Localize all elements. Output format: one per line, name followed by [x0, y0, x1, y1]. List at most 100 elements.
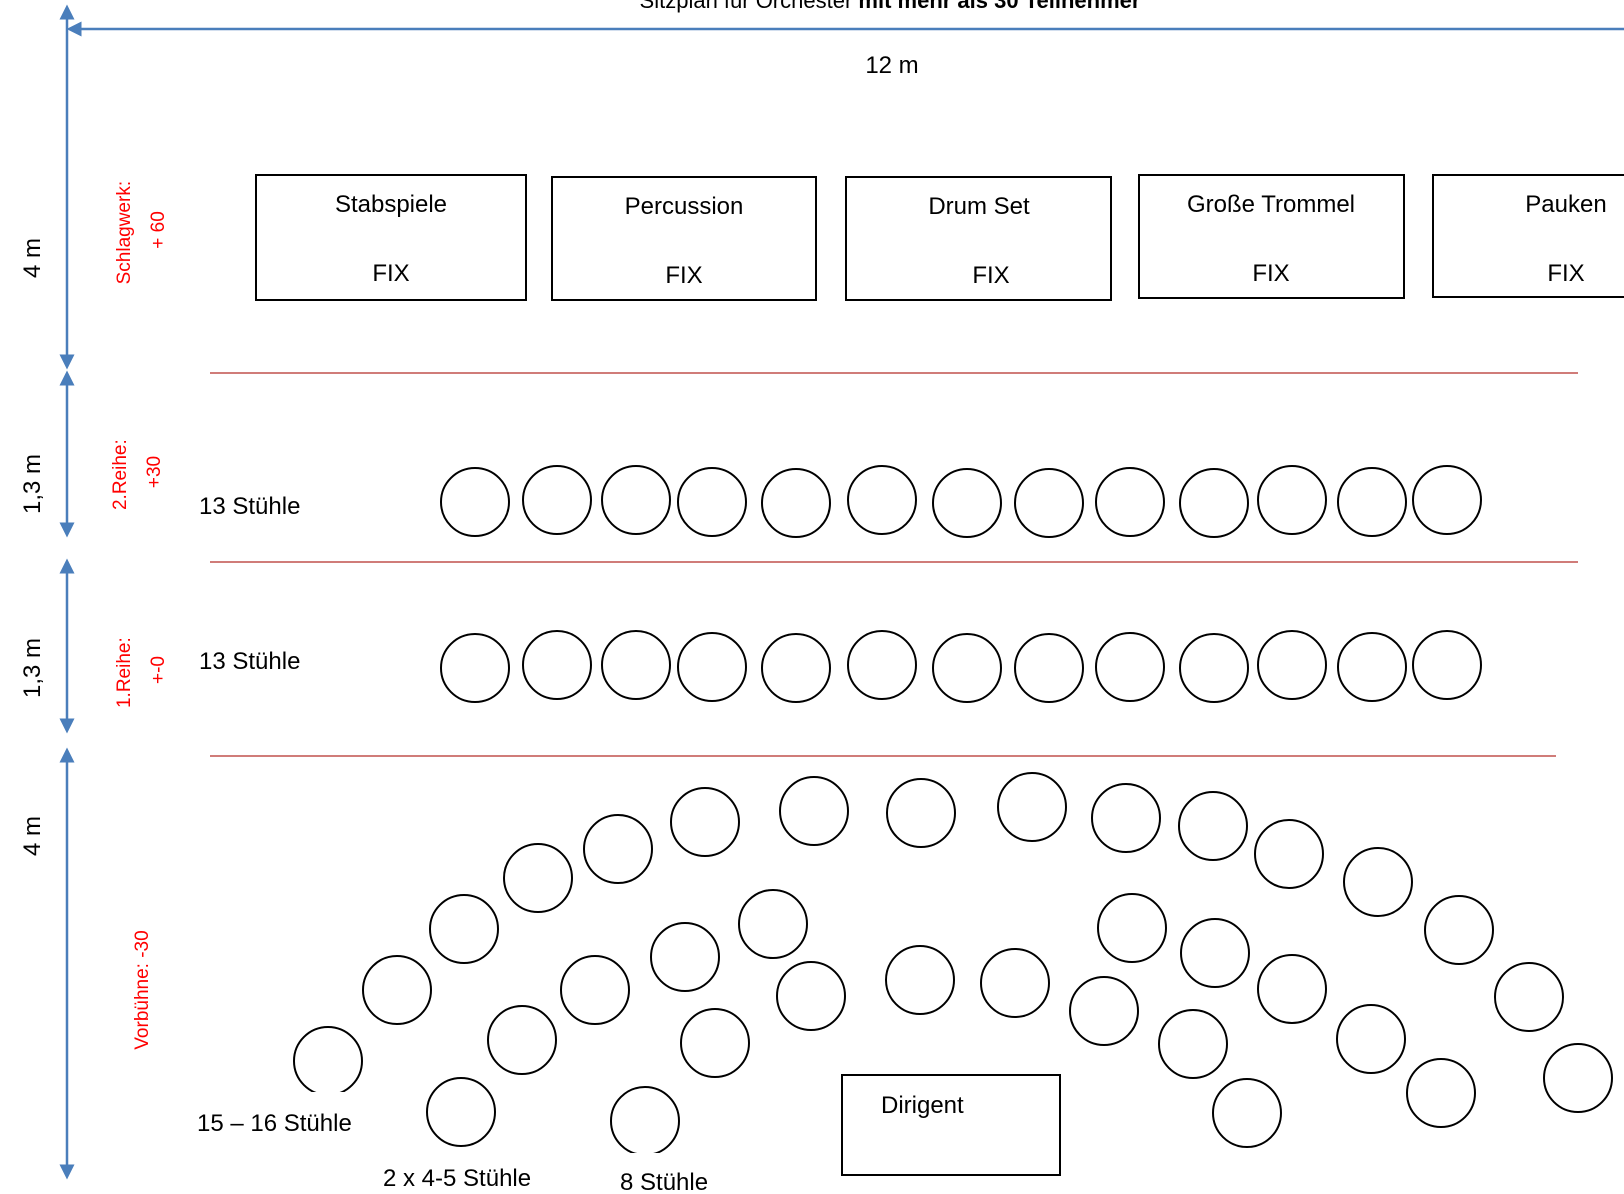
chair [1179, 633, 1249, 703]
chair [1180, 918, 1250, 988]
chair [1412, 630, 1482, 700]
chair [1257, 465, 1327, 535]
chair [1097, 893, 1167, 963]
zone-label-row1: 1.Reihe: +-0 [114, 632, 169, 708]
height-label-percussion: 4 m [19, 238, 46, 278]
chair [1543, 1043, 1613, 1113]
zone-label-front: Vorbühne: -30 [132, 930, 153, 1049]
chair [1406, 1058, 1476, 1128]
instrument-stabspiele: Stabspiele FIX [255, 174, 527, 301]
chair [997, 772, 1067, 842]
chair [601, 465, 671, 535]
svg-text:Stabspiele: Stabspiele [335, 191, 447, 218]
chair [761, 633, 831, 703]
chair [426, 1077, 496, 1147]
chair [487, 1005, 557, 1075]
chair [847, 465, 917, 535]
chair [776, 961, 846, 1031]
chair [1337, 632, 1407, 702]
chair [429, 894, 499, 964]
chair [677, 632, 747, 702]
chair [680, 1008, 750, 1078]
svg-text:Große Trommel: Große Trommel [1187, 191, 1355, 218]
height-label-row1: 1,3 m [19, 638, 46, 698]
chair [1336, 1004, 1406, 1074]
chair [1337, 467, 1407, 537]
instrument-percussion: Percussion FIX [551, 176, 817, 301]
chair [440, 467, 510, 537]
chair [885, 945, 955, 1015]
chair [980, 948, 1050, 1018]
chair [601, 630, 671, 700]
conductor-box: Dirigent [841, 1074, 1061, 1176]
chair [583, 814, 653, 884]
chair [1412, 465, 1482, 535]
svg-text:Pauken: Pauken [1525, 191, 1606, 218]
chair [293, 1026, 363, 1096]
chair [440, 633, 510, 703]
row2-chair-count: 13 Stühle [199, 493, 300, 520]
chair [1179, 468, 1249, 538]
chair [610, 1086, 680, 1156]
height-label-row2: 1,3 m [19, 454, 46, 514]
zone-label-row2: 2.Reihe: +30 [110, 434, 165, 510]
height-label-front: 4 m [19, 816, 46, 856]
chair [650, 922, 720, 992]
front-outer-arc-chairs [293, 772, 1613, 1113]
plan-title: Sitzplan für Orchester mit mehr als 30 T… [640, 0, 1141, 13]
front-middle-left-chairs [426, 889, 808, 1147]
chair [932, 633, 1002, 703]
chair [761, 468, 831, 538]
chair [932, 468, 1002, 538]
svg-text:Drum Set: Drum Set [928, 193, 1030, 220]
chair [779, 776, 849, 846]
svg-text:FIX: FIX [972, 262, 1009, 289]
chair [1424, 895, 1494, 965]
instrument-grosse-trommel: Große Trommel FIX [1138, 174, 1405, 299]
chair [1158, 1009, 1228, 1079]
chair [738, 889, 808, 959]
chair [1254, 819, 1324, 889]
chair [886, 778, 956, 848]
chair [1494, 962, 1564, 1032]
front-inner-arc-chairs [610, 945, 1282, 1156]
chair [677, 467, 747, 537]
chair [522, 465, 592, 535]
svg-text:Percussion: Percussion [625, 193, 744, 220]
chair [1257, 954, 1327, 1024]
chair [522, 630, 592, 700]
row2-chairs [440, 465, 1482, 538]
front-inner-label: 8 Stühle [620, 1169, 708, 1194]
chair [1095, 467, 1165, 537]
chair [1212, 1078, 1282, 1148]
svg-text:Dirigent: Dirigent [881, 1092, 964, 1119]
chair [1014, 468, 1084, 538]
chair [1095, 632, 1165, 702]
front-middle-right-chairs [1097, 893, 1476, 1128]
svg-text:FIX: FIX [665, 262, 702, 289]
chair [847, 630, 917, 700]
svg-text:FIX: FIX [1547, 260, 1584, 287]
instrument-pauken: Pauken FIX [1432, 174, 1624, 298]
width-label: 12 m [865, 52, 918, 79]
chair [1343, 847, 1413, 917]
chair [1257, 630, 1327, 700]
chair [1014, 633, 1084, 703]
svg-text:FIX: FIX [372, 260, 409, 287]
instrument-drum-set: Drum Set FIX [845, 176, 1112, 301]
row1-chairs [440, 630, 1482, 703]
chair [1178, 791, 1248, 861]
chair [670, 787, 740, 857]
chair [1069, 976, 1139, 1046]
front-outer-label: 15 – 16 Stühle [197, 1110, 352, 1137]
chair [362, 955, 432, 1025]
svg-text:FIX: FIX [1252, 260, 1289, 287]
zone-label-percussion: Schlagwerk: + 60 [114, 176, 169, 285]
chair [560, 955, 630, 1025]
chair [1091, 783, 1161, 853]
chair [503, 843, 573, 913]
row1-chair-count: 13 Stühle [199, 648, 300, 675]
front-middle-label: 2 x 4-5 Stühle [383, 1165, 531, 1192]
